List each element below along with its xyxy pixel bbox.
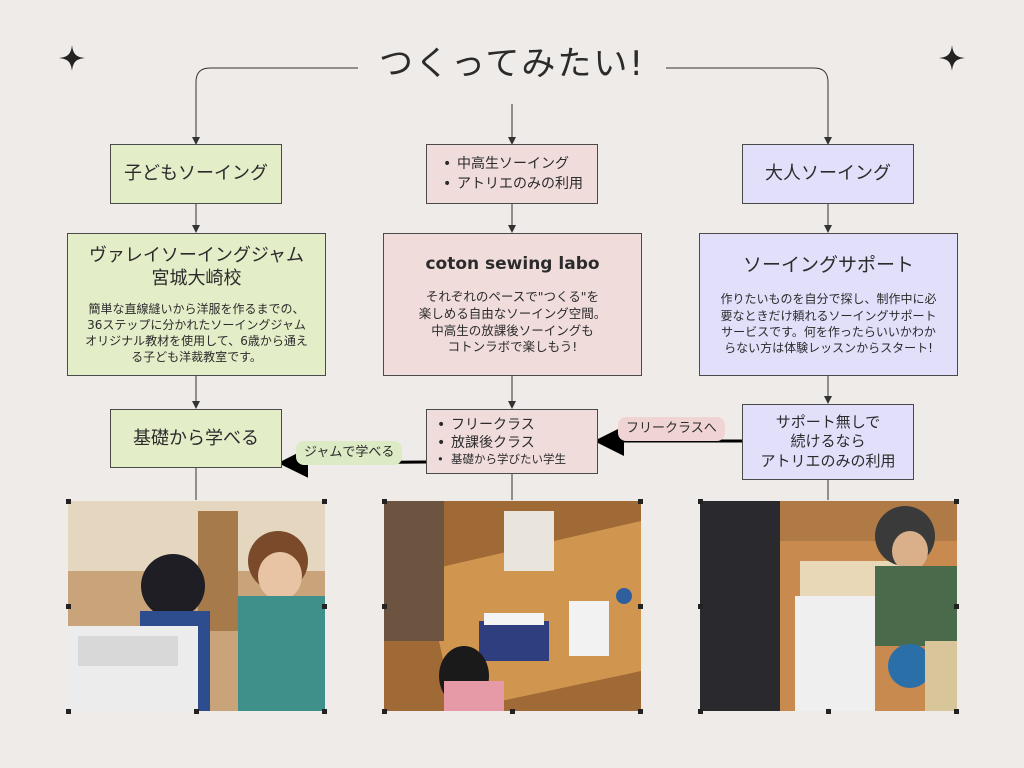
list-item: 中高生ソーイング [441,154,583,175]
kids-sewing-label: 子どもソーイング [124,163,268,185]
selection-handle[interactable] [954,499,959,504]
adult-sewing-label: 大人ソーイング [765,163,891,185]
selection-handle[interactable] [322,499,327,504]
sparkle-star-left-icon [59,45,85,71]
selection-handle[interactable] [322,709,327,714]
class-options-box: フリークラス 放課後クラス 基礎から学びたい学生 [426,409,598,474]
photo-workshop-table-icon [384,501,641,711]
teen-sewing-box: 中高生ソーイング アトリエのみの利用 [426,144,598,204]
lab-description: それぞれのペースで"つくる"を 楽しめる自由なソーイング空間。 中高生の放課後ソ… [418,288,607,355]
selection-handle[interactable] [382,604,387,609]
selection-handle[interactable] [66,499,71,504]
list-item: 放課後クラス [435,434,566,452]
selection-handle[interactable] [638,604,643,609]
support-description: 作りたいものを自分で探し、制作中に必 要なときだけ頼れるソーイングサポート サー… [720,292,937,356]
atelier-only-box: サポート無しで 続けるなら アトリエのみの利用 [742,404,914,480]
sewing-support-box: ソーイングサポート 作りたいものを自分で探し、制作中に必 要なときだけ頼れるソー… [699,233,958,376]
selection-handle[interactable] [194,709,199,714]
selection-handle[interactable] [698,709,703,714]
lab-name: coton sewing labo [425,253,600,274]
school-name: ヴァレイソーイングジャム 宮城大崎校 [88,244,305,290]
learn-basics-label: 基礎から学べる [133,427,259,449]
school-description: 簡単な直線縫いから洋服を作るまでの、 36ステップに分かれたソーイングジャム オ… [85,301,308,365]
selection-handle[interactable] [638,499,643,504]
list-item: アトリエのみの利用 [441,174,583,195]
jam-arrow-label: ジャムで学べる [296,441,403,465]
free-class-arrow-label: フリークラスへ [618,417,725,441]
sewing-jam-school-box: ヴァレイソーイングジャム 宮城大崎校 簡単な直線縫いから洋服を作るまでの、 36… [67,233,326,376]
list-item: フリークラス [435,416,566,434]
atelier-only-label: サポート無しで 続けるなら アトリエのみの利用 [760,412,896,470]
coton-sewing-labo-box: coton sewing labo それぞれのペースで"つくる"を 楽しめる自由… [383,233,642,376]
selection-handle[interactable] [698,604,703,609]
sparkle-star-right-icon [939,45,965,71]
selection-handle[interactable] [954,604,959,609]
selection-handle[interactable] [66,604,71,609]
selection-handle[interactable] [66,709,71,714]
adult-sewing-box: 大人ソーイング [742,144,914,204]
selection-handle[interactable] [382,499,387,504]
photo-child-sewing-icon [68,501,325,711]
list-item: 基礎から学びたい学生 [435,452,566,467]
selection-handle[interactable] [382,709,387,714]
kids-sewing-box: 子どもソーイング [110,144,282,204]
selection-handle[interactable] [826,709,831,714]
selection-handle[interactable] [954,709,959,714]
class-options-list: フリークラス 放課後クラス 基礎から学びたい学生 [435,416,566,467]
selection-handle[interactable] [510,709,515,714]
selection-handle[interactable] [322,604,327,609]
selection-handle[interactable] [638,709,643,714]
learn-basics-box: 基礎から学べる [110,409,282,468]
selection-handle[interactable] [698,499,703,504]
support-name: ソーイングサポート [742,253,914,276]
page-title: つくってみたい! [379,44,645,84]
teen-sewing-list: 中高生ソーイング アトリエのみの利用 [441,154,583,195]
photo-adult-sewing-icon [700,501,957,711]
